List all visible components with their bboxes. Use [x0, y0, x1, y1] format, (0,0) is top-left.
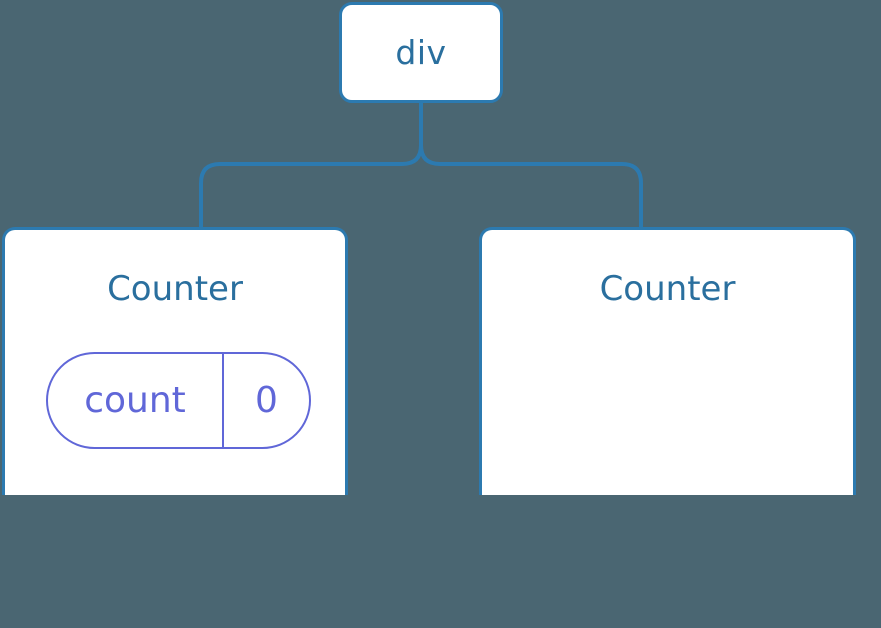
node-title: Counter: [599, 269, 736, 309]
state-pill-count[interactable]: count 0: [46, 352, 311, 449]
node-counter-left[interactable]: Counter count 0: [2, 227, 348, 495]
state-value: 0: [255, 379, 278, 421]
connector-left: [199, 103, 423, 228]
root-node-label: div: [395, 33, 447, 72]
node-root-div[interactable]: div: [339, 2, 503, 103]
diagram-canvas: div Counter count 0 Counter count 1: [2, 2, 856, 495]
connector-right: [419, 103, 643, 228]
node-counter-right[interactable]: Counter count 1: [479, 227, 856, 495]
node-title: Counter: [107, 269, 243, 309]
state-pill-divider: [222, 354, 224, 447]
state-key: count: [84, 379, 186, 421]
